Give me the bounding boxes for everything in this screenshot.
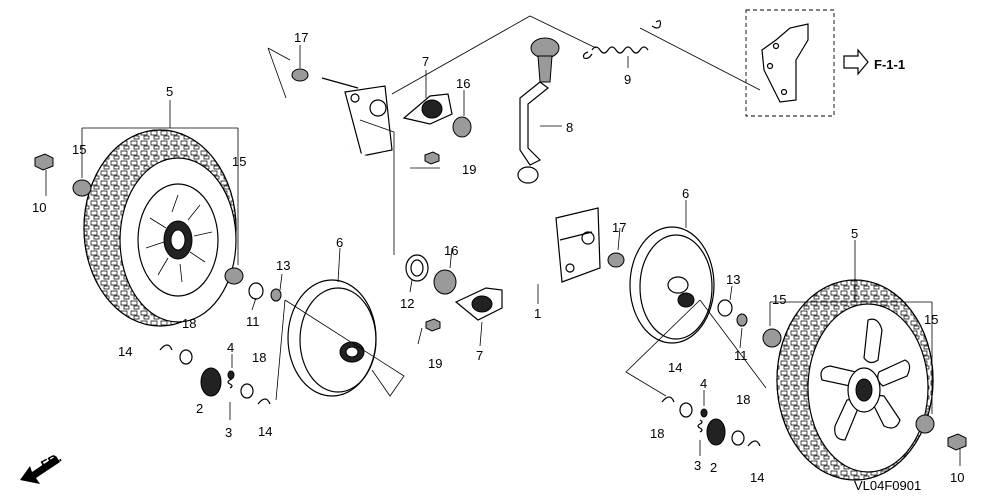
right-pinion-gear [706, 418, 726, 446]
adjust-lever [517, 37, 560, 184]
callout-10: 10 [32, 200, 46, 215]
callout-11: 11 [734, 348, 748, 363]
callouts: 1 2 2 3 3 4 4 5 5 6 6 7 7 8 9 10 10 11 1… [32, 30, 964, 485]
callout-8: 8 [566, 120, 573, 135]
reference-plate [745, 9, 869, 117]
callout-14: 14 [750, 470, 764, 485]
callout-3: 3 [694, 458, 701, 473]
upper-bearing-bracket [402, 93, 453, 125]
callout-15: 15 [924, 312, 938, 327]
callout-12: 12 [400, 296, 414, 311]
callout-3: 3 [225, 425, 232, 440]
callout-14: 14 [118, 344, 132, 359]
callout-7: 7 [422, 54, 429, 69]
callout-5: 5 [851, 226, 858, 241]
callout-5: 5 [166, 84, 173, 99]
left-drive-pulley [287, 279, 377, 397]
callout-14: 14 [258, 424, 272, 439]
callout-16: 16 [444, 243, 458, 258]
left-wheel-spokes [145, 194, 213, 283]
callout-10: 10 [950, 470, 964, 485]
callout-2: 2 [710, 460, 717, 475]
callout-6: 6 [336, 235, 343, 250]
small-parts [34, 68, 967, 451]
drawing-code: VL04F0901 [854, 478, 921, 493]
callout-17: 17 [612, 220, 626, 235]
callout-1: 1 [534, 306, 541, 321]
callout-15: 15 [772, 292, 786, 307]
callout-11: 11 [246, 314, 260, 329]
callout-18: 18 [650, 426, 664, 441]
callout-13: 13 [276, 258, 290, 273]
axle-frame [321, 77, 601, 283]
callout-19: 19 [462, 162, 476, 177]
callout-15: 15 [232, 154, 246, 169]
callout-2: 2 [196, 401, 203, 416]
callout-18: 18 [736, 392, 750, 407]
right-drive-pulley [629, 226, 715, 344]
lower-bearing-bracket [454, 287, 503, 321]
right-rear-wheel [776, 279, 934, 481]
callout-18: 18 [252, 350, 266, 365]
callout-15: 15 [72, 142, 86, 157]
leader-lines [45, 15, 961, 466]
callout-19: 19 [428, 356, 442, 371]
see-ref-arrow-icon [843, 48, 869, 76]
callout-13: 13 [726, 272, 740, 287]
front-direction-arrow-icon [20, 456, 60, 484]
return-spring [582, 20, 662, 60]
callout-14: 14 [668, 360, 682, 375]
left-rear-wheel [83, 129, 237, 327]
callout-4: 4 [700, 376, 707, 391]
callout-18: 18 [182, 316, 196, 331]
left-pinion-gear [200, 367, 222, 397]
callout-17: 17 [294, 30, 308, 45]
callout-4: 4 [227, 340, 234, 355]
reference-label: F-1-1 [874, 57, 905, 72]
callout-9: 9 [624, 72, 631, 87]
callout-6: 6 [682, 186, 689, 201]
callout-7: 7 [476, 348, 483, 363]
callout-16: 16 [456, 76, 470, 91]
